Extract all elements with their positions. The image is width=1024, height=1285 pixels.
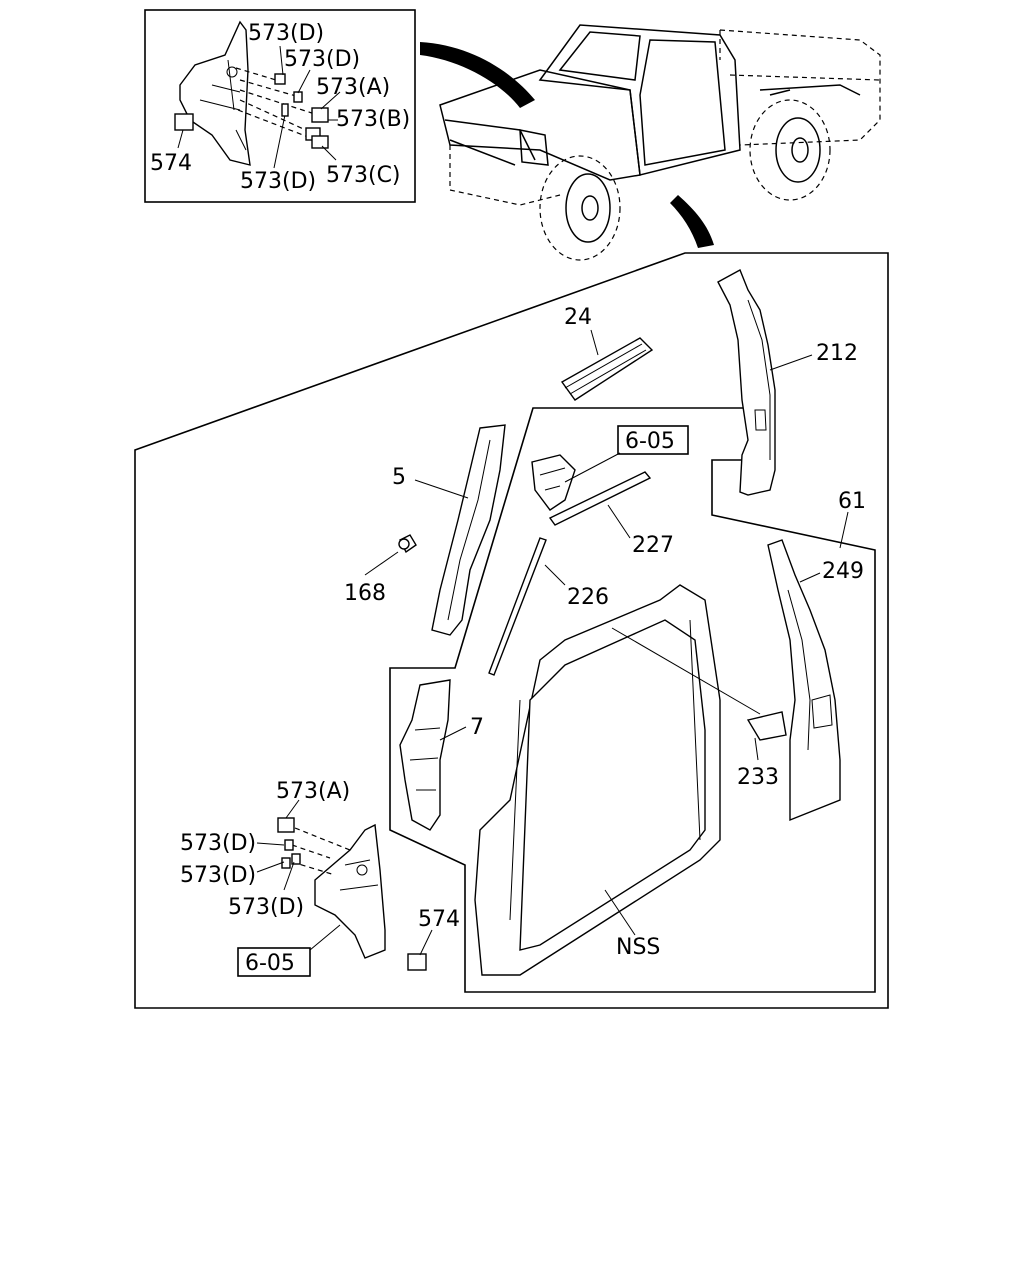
leader-lines bbox=[256, 329, 849, 956]
label-574: 574 bbox=[418, 907, 460, 932]
label-inset-573d-2: 573(D) bbox=[284, 47, 360, 72]
label-573d-2: 573(D) bbox=[180, 863, 256, 888]
label-233: 233 bbox=[737, 765, 779, 790]
label-7: 7 bbox=[470, 715, 484, 740]
label-nss: NSS bbox=[616, 935, 660, 960]
label-5: 5 bbox=[392, 465, 406, 490]
label-6-05-top: 6-05 bbox=[625, 429, 675, 454]
label-573a: 573(A) bbox=[276, 779, 350, 804]
label-212: 212 bbox=[816, 341, 858, 366]
ref-box-6-05-top bbox=[617, 425, 689, 455]
label-573d-1: 573(D) bbox=[180, 831, 256, 856]
label-inset-573d-3: 573(D) bbox=[240, 169, 316, 194]
label-6-05-bottom: 6-05 bbox=[245, 951, 295, 976]
truck-illustration bbox=[420, 24, 881, 261]
label-168: 168 bbox=[344, 581, 386, 606]
label-24: 24 bbox=[564, 305, 592, 330]
parts bbox=[277, 269, 841, 976]
inset-detail bbox=[144, 9, 416, 203]
label-573d-3: 573(D) bbox=[228, 895, 304, 920]
label-226: 226 bbox=[567, 585, 609, 610]
labels: 573(D) 573(D) 573(A) 573(B) 574 573(D) 5… bbox=[150, 21, 866, 977]
ref-box-6-05-bottom bbox=[237, 947, 311, 977]
label-inset-573b: 573(B) bbox=[336, 107, 410, 132]
label-inset-573c: 573(C) bbox=[326, 163, 401, 188]
label-inset-573d-1: 573(D) bbox=[248, 21, 324, 46]
label-inset-574: 574 bbox=[150, 151, 192, 176]
label-61: 61 bbox=[838, 489, 866, 514]
label-227: 227 bbox=[632, 533, 674, 558]
label-249: 249 bbox=[822, 559, 864, 584]
label-inset-573a: 573(A) bbox=[316, 75, 390, 100]
